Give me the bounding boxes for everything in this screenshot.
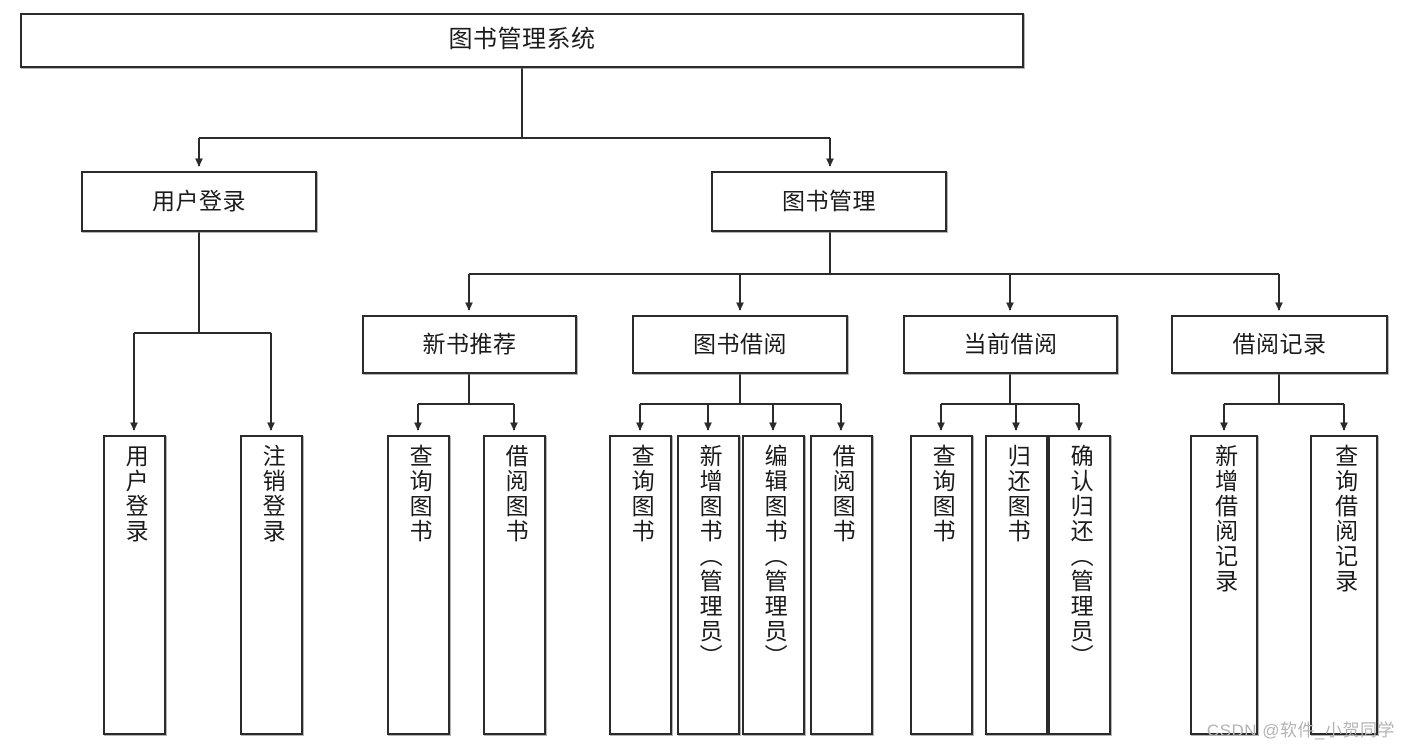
node-leaf-return-book[interactable]: 归还图书 bbox=[985, 435, 1048, 735]
node-user-login-label: 用户登录 bbox=[152, 187, 246, 214]
node-leaf-confirm-return-label: 确认归还（管理员） bbox=[1067, 444, 1094, 669]
node-book-borrow[interactable]: 图书借阅 bbox=[632, 315, 848, 374]
node-root-label: 图书管理系统 bbox=[448, 26, 596, 54]
node-borrow-record-label: 借阅记录 bbox=[1232, 330, 1327, 357]
node-leaf-return-book-label: 归还图书 bbox=[1004, 444, 1031, 544]
node-user-login[interactable]: 用户登录 bbox=[81, 171, 317, 232]
node-leaf-edit-book[interactable]: 编辑图书（管理员） bbox=[742, 435, 805, 735]
node-leaf-borrow-book-2[interactable]: 借阅图书 bbox=[810, 435, 873, 735]
node-leaf-add-book[interactable]: 新增图书（管理员） bbox=[677, 435, 740, 735]
node-leaf-borrow-book-2-label: 借阅图书 bbox=[829, 444, 856, 544]
node-leaf-add-record[interactable]: 新增借阅记录 bbox=[1190, 435, 1258, 735]
node-new-book-rec-label: 新书推荐 bbox=[422, 330, 517, 357]
node-leaf-query-record-label: 查询借阅记录 bbox=[1331, 444, 1358, 594]
node-leaf-query-book-1[interactable]: 查询图书 bbox=[387, 435, 450, 735]
node-leaf-borrow-book-1[interactable]: 借阅图书 bbox=[483, 435, 546, 735]
node-book-manage[interactable]: 图书管理 bbox=[711, 171, 947, 232]
node-leaf-query-book-2-label: 查询图书 bbox=[628, 444, 655, 544]
node-leaf-borrow-book-1-label: 借阅图书 bbox=[502, 444, 529, 544]
node-leaf-query-book-3-label: 查询图书 bbox=[929, 444, 956, 544]
node-leaf-user-login-label: 用户登录 bbox=[122, 444, 149, 544]
node-leaf-user-login[interactable]: 用户登录 bbox=[103, 435, 166, 735]
node-leaf-query-book-3[interactable]: 查询图书 bbox=[910, 435, 973, 735]
node-leaf-edit-book-label: 编辑图书（管理员） bbox=[761, 444, 788, 669]
node-new-book-rec[interactable]: 新书推荐 bbox=[362, 315, 577, 374]
node-leaf-confirm-return[interactable]: 确认归还（管理员） bbox=[1048, 435, 1111, 735]
node-current-borrow-label: 当前借阅 bbox=[963, 330, 1058, 357]
csdn-watermark: CSDN @软件_小贺同学 bbox=[1206, 721, 1395, 740]
node-book-manage-label: 图书管理 bbox=[782, 187, 876, 214]
node-borrow-record[interactable]: 借阅记录 bbox=[1171, 315, 1388, 374]
node-current-borrow[interactable]: 当前借阅 bbox=[903, 315, 1118, 374]
node-leaf-query-record[interactable]: 查询借阅记录 bbox=[1310, 435, 1378, 735]
node-leaf-logout[interactable]: 注销登录 bbox=[240, 435, 303, 735]
node-leaf-logout-label: 注销登录 bbox=[259, 444, 286, 544]
node-leaf-query-book-1-label: 查询图书 bbox=[406, 444, 433, 544]
node-root[interactable]: 图书管理系统 bbox=[20, 13, 1024, 68]
node-leaf-query-book-2[interactable]: 查询图书 bbox=[609, 435, 672, 735]
node-leaf-add-book-label: 新增图书（管理员） bbox=[696, 444, 723, 669]
node-book-borrow-label: 图书借阅 bbox=[693, 330, 787, 357]
node-leaf-add-record-label: 新增借阅记录 bbox=[1211, 444, 1238, 594]
